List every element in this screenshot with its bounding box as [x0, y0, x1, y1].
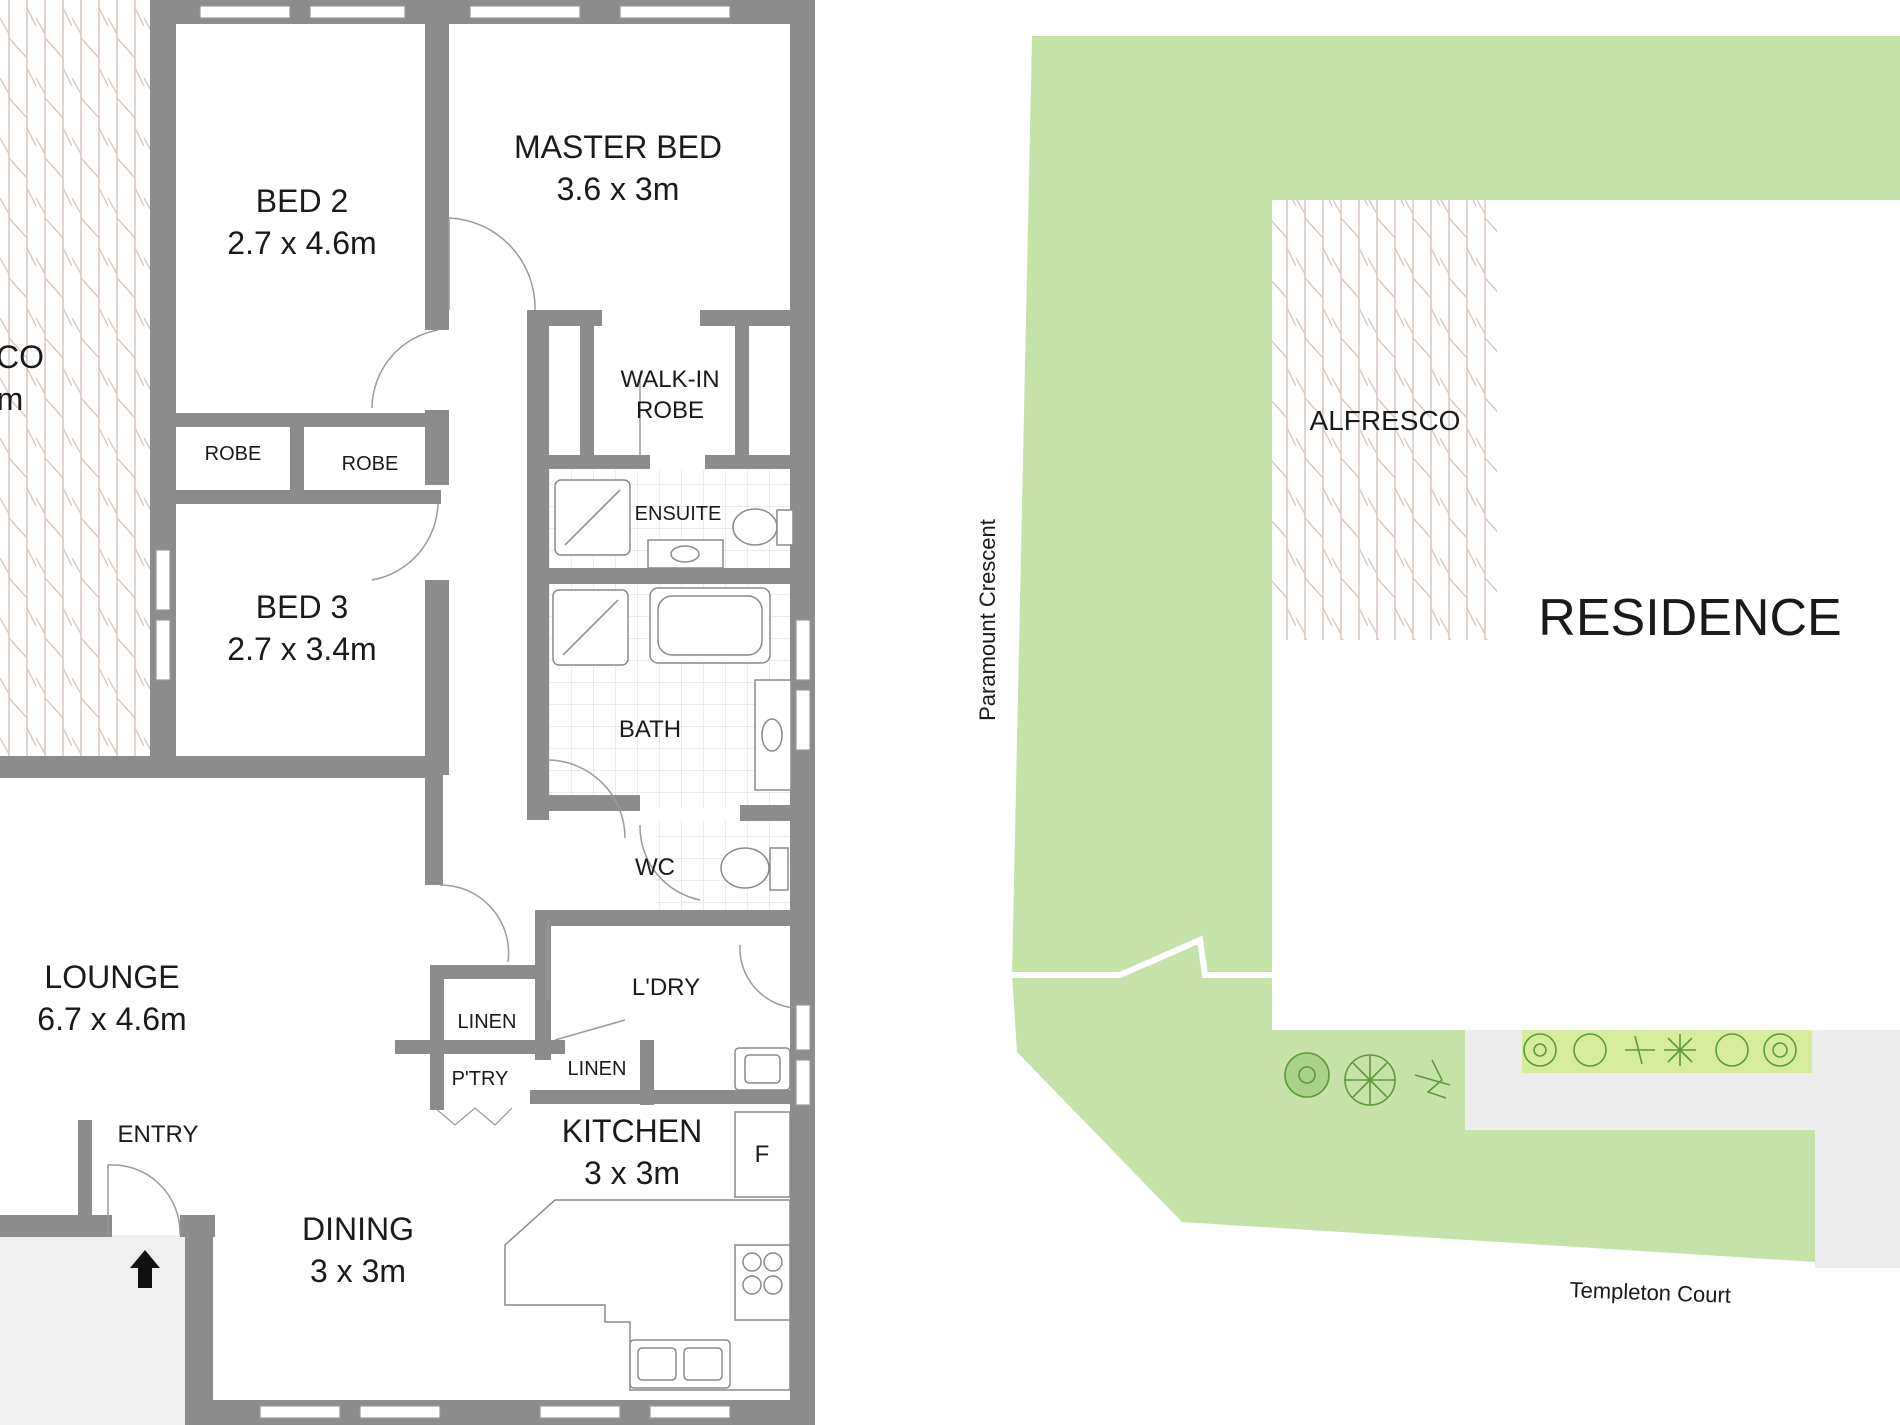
- site-plan: ALFRESCO RESIDENCE Paramount Crescent Te…: [975, 36, 1900, 1308]
- alfresco-partial-size: m: [0, 381, 23, 417]
- kitchen-label: KITCHEN: [562, 1113, 702, 1149]
- linen-label: LINEN: [568, 1058, 627, 1080]
- plant-icons: [1284, 1033, 1797, 1106]
- bed2-label: BED 2: [256, 183, 348, 219]
- ensuite-fixtures: [554, 479, 794, 569]
- robe-label: ROBE: [342, 453, 399, 475]
- walk-in-robe-label: WALK-IN: [620, 366, 719, 393]
- fridge-label: F: [755, 1141, 770, 1168]
- robe-label: ROBE: [205, 443, 262, 465]
- door-swings: [107, 217, 796, 1236]
- bed2-size: 2.7 x 4.6m: [227, 225, 376, 261]
- windows: [155, 5, 811, 1419]
- alfresco-deck: [0, 0, 150, 770]
- wc-fixtures: [720, 847, 789, 891]
- alfresco-partial-label: CO: [0, 339, 44, 375]
- ensuite-label: ENSUITE: [635, 503, 722, 525]
- master-bed-size: 3.6 x 3m: [557, 171, 680, 207]
- dining-label: DINING: [302, 1211, 414, 1247]
- bed3-label: BED 3: [256, 589, 348, 625]
- laundry-tub: [734, 1047, 791, 1091]
- lounge-label: LOUNGE: [44, 959, 179, 995]
- paramount-crescent-label: Paramount Crescent: [975, 519, 1000, 721]
- kitchen-size: 3 x 3m: [584, 1155, 680, 1191]
- porch: [0, 1235, 185, 1425]
- floor-plan: MASTER BED 3.6 x 3m BED 2 2.7 x 4.6m CO …: [0, 0, 815, 1425]
- wc-label: WC: [635, 854, 675, 881]
- garden-bed: [1522, 1030, 1812, 1073]
- residence-label: RESIDENCE: [1538, 589, 1841, 647]
- bath-label: BATH: [619, 716, 681, 743]
- dining-size: 3 x 3m: [310, 1253, 406, 1289]
- walk-in-robe-label: ROBE: [636, 397, 704, 424]
- lounge-size: 6.7 x 4.6m: [37, 1001, 186, 1037]
- linen-label: LINEN: [458, 1011, 517, 1033]
- templeton-court-label: Templeton Court: [1569, 1277, 1731, 1308]
- pantry-label: P'TRY: [452, 1068, 509, 1090]
- master-bed-label: MASTER BED: [514, 129, 722, 165]
- site-alfresco: [1272, 200, 1497, 640]
- entry-label: ENTRY: [118, 1121, 199, 1148]
- entry-arrow-icon: [130, 1250, 160, 1288]
- bed3-size: 2.7 x 3.4m: [227, 631, 376, 667]
- kitchen-fixtures: [504, 1111, 791, 1391]
- site-alfresco-label: ALFRESCO: [1310, 405, 1461, 436]
- laundry-label: L'DRY: [632, 974, 700, 1001]
- bath-fixtures: [552, 587, 792, 791]
